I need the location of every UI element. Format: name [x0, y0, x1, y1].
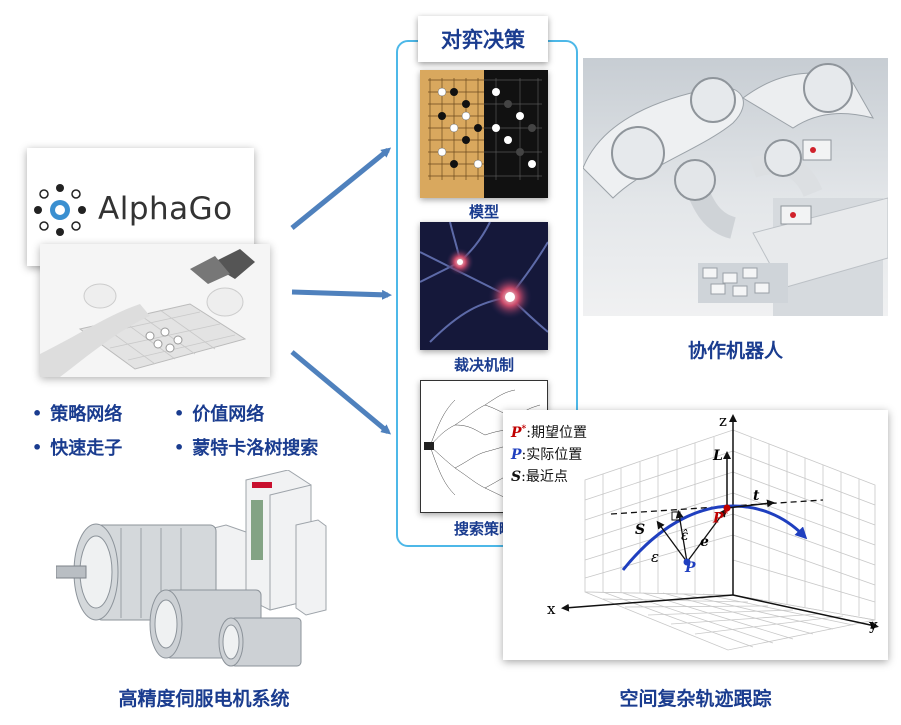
- trajectory-legend: P*:期望位置 P:实际位置 S:最近点: [511, 422, 587, 488]
- legend-expected-position: P*:期望位置: [511, 424, 587, 441]
- label-s: S: [635, 522, 646, 538]
- y-axis: [732, 594, 879, 630]
- bullet-mcts: •蒙特卡洛树搜索: [174, 437, 319, 460]
- bullet-value-network: •价值网络: [174, 403, 265, 426]
- arrow-to-search: [290, 350, 392, 435]
- right-angle-mark: [671, 511, 681, 521]
- label-trajectory-tracking: 空间复杂轨迹跟踪: [619, 688, 772, 710]
- label-collaborative-robot: 协作机器人: [687, 340, 783, 362]
- legend-actual-position: P:实际位置: [511, 447, 583, 463]
- alphago-feature-list: •策略网络 •价值网络 •快速走子 •蒙特卡洛树搜索: [32, 396, 352, 464]
- label-p-star: P*: [713, 510, 729, 527]
- label-e: e: [700, 534, 709, 550]
- label-model: 模型: [468, 203, 499, 221]
- vector-e: [686, 508, 727, 563]
- label-decision-mechanism: 裁决机制: [453, 356, 514, 374]
- servo-motor-photo: [56, 470, 352, 670]
- label-servo-motor-system: 高精度伺服电机系统: [118, 688, 290, 710]
- x-axis-label: x: [547, 600, 556, 618]
- neural-network-thumbnail: [420, 222, 548, 350]
- arrow-to-decision: [291, 289, 392, 300]
- label-t: t: [753, 488, 760, 504]
- alphago-logo-text: AlphaGo: [98, 191, 233, 227]
- label-eps: ε: [651, 548, 660, 566]
- point-p-star: [723, 504, 731, 512]
- label-l: L: [713, 448, 723, 464]
- collaborative-robot-photo: [583, 58, 888, 316]
- point-p: [683, 558, 691, 566]
- trajectory-diagram: P*:期望位置 P:实际位置 S:最近点 z x y L t P* S ε̂ ε…: [503, 410, 888, 660]
- vector-s: [656, 520, 688, 563]
- go-board-thumbnail: [420, 70, 548, 198]
- go-playing-photo: [40, 244, 270, 377]
- bullet-fast-rollout: •快速走子: [32, 437, 123, 460]
- label-p: P: [685, 560, 696, 576]
- label-eps-hat: ε̂: [681, 528, 689, 544]
- bullet-policy-network: •策略网络: [32, 403, 123, 426]
- x-axis: [561, 594, 734, 612]
- game-decision-title: 对弈决策: [418, 16, 548, 62]
- alphago-logo-icon: [34, 184, 86, 236]
- z-axis-label: z: [719, 412, 727, 430]
- arrow-to-model: [290, 147, 392, 230]
- tangent-line: [610, 499, 824, 515]
- label-search-strategy: 搜索策略: [453, 520, 514, 538]
- vector-t: [726, 499, 775, 509]
- vector-eps-hat: [675, 510, 688, 563]
- legend-nearest-point: S:最近点: [511, 469, 568, 485]
- y-axis-label: y: [869, 616, 878, 634]
